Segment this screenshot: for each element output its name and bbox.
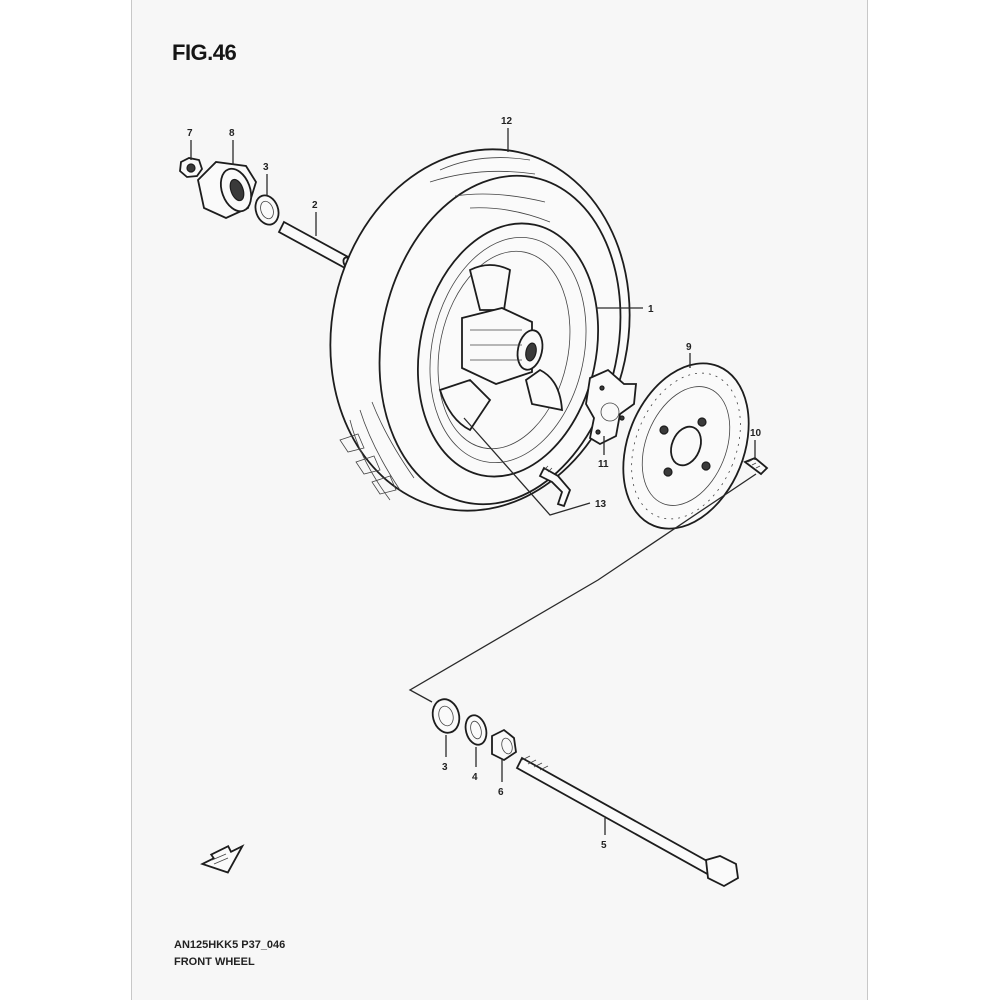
figure-title: FIG.46 (172, 40, 237, 65)
callout-2: 2 (312, 200, 318, 211)
part-7-axle-nut[interactable] (179, 157, 203, 178)
part-5-axle[interactable] (515, 755, 739, 888)
callout-8: 8 (229, 128, 235, 139)
part-9-brake-disc[interactable] (600, 345, 772, 548)
part-6-collar[interactable] (491, 728, 517, 762)
callout-12: 12 (501, 116, 513, 127)
part-3-bearing-lower[interactable] (429, 696, 463, 736)
callout-4: 4 (472, 772, 478, 783)
diagram-name: FRONT WHEEL (174, 956, 255, 968)
part-10-disc-bolt[interactable] (743, 456, 769, 476)
part-2-spacer[interactable] (277, 220, 354, 270)
drawing-code: AN125HKK5 P37_046 (174, 939, 286, 951)
callout-3-lower: 3 (442, 762, 448, 773)
leader-lines (190, 128, 757, 835)
callout-11: 11 (598, 459, 609, 470)
callout-labels: 7 8 3 2 12 1 9 10 11 13 3 4 6 5 (187, 116, 762, 851)
part-3-bearing-upper[interactable] (252, 192, 283, 228)
callout-5: 5 (601, 840, 607, 851)
callout-10: 10 (750, 428, 762, 439)
part-8-speedometer-gearbox[interactable] (197, 161, 257, 219)
callout-13: 13 (595, 499, 607, 510)
callout-3: 3 (263, 162, 269, 173)
part-1-wheel-rim[interactable] (395, 207, 620, 494)
part-4-oil-seal[interactable] (462, 713, 489, 747)
part-13-valve[interactable] (538, 465, 572, 508)
front-direction-arrow-icon (200, 844, 245, 874)
callout-7: 7 (187, 128, 193, 139)
callout-9: 9 (686, 342, 692, 353)
part-11-mounting-plate[interactable] (585, 368, 637, 446)
callout-6: 6 (498, 787, 504, 798)
callout-1: 1 (648, 304, 654, 315)
